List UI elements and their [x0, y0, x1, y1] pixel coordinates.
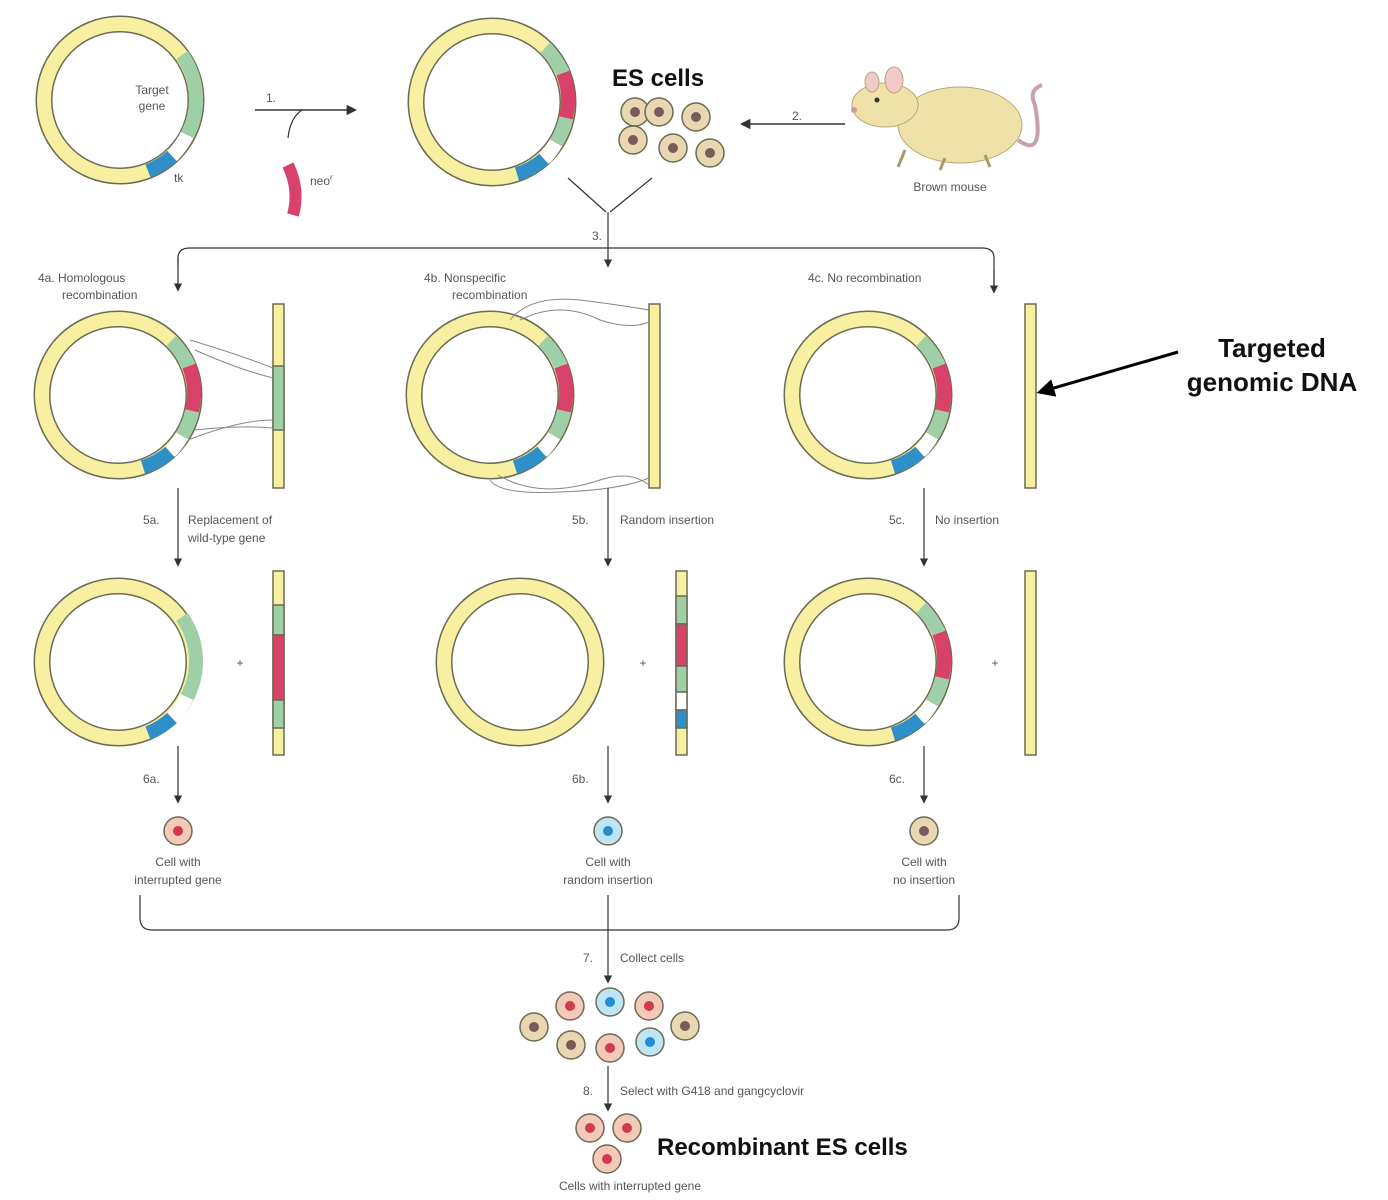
- neo-label: neor: [310, 173, 333, 188]
- collect-bracket: [139, 895, 960, 931]
- target-gene-label-2: gene: [139, 99, 166, 113]
- recombinant-cell: [592, 1144, 622, 1174]
- step2-label: 2.: [792, 109, 802, 123]
- step6b-label: 6b.: [572, 772, 589, 786]
- es-cells-label: ES cells: [612, 65, 704, 92]
- collected-cell: [635, 1027, 665, 1057]
- step4a-label-2: recombination: [62, 288, 137, 302]
- step5b-text: Random insertion: [620, 513, 714, 527]
- step4b-label-2: recombination: [452, 288, 527, 302]
- step7-text: Collect cells: [620, 951, 684, 965]
- plasmid-4b: [405, 310, 575, 480]
- target-gene-label-1: Target: [135, 83, 169, 97]
- step1-label: 1.: [266, 91, 276, 105]
- step4c-label: 4c. No recombination: [808, 271, 921, 285]
- cell6c-label-2: no insertion: [893, 873, 955, 887]
- cell6b-label-2: random insertion: [563, 873, 652, 887]
- cell6a-label-1: Cell with: [155, 855, 200, 869]
- step4b-label-1: 4b. Nonspecific: [424, 271, 506, 285]
- brown-mouse-icon: [851, 66, 1043, 171]
- es-cell: [618, 125, 648, 155]
- step6a-label: 6a.: [143, 772, 160, 786]
- genomic-dna-4b: [648, 303, 661, 489]
- step5a-text-1: Replacement of: [188, 513, 273, 527]
- genomic-dna-4a: [272, 303, 285, 489]
- plasmid-5a: [33, 577, 204, 747]
- step6c-label: 6c.: [889, 772, 905, 786]
- cell-random-insertion: [593, 816, 623, 846]
- step5b-num: 5b.: [572, 513, 589, 527]
- recombinant-cell: [575, 1113, 605, 1143]
- recombinant-cells-cluster: [575, 1113, 642, 1174]
- step8-num: 8.: [583, 1084, 593, 1098]
- tk-label: tk: [174, 171, 184, 185]
- cell6b-label-1: Cell with: [585, 855, 630, 869]
- es-cell: [695, 138, 725, 168]
- step5c-num: 5c.: [889, 513, 905, 527]
- es-cell: [658, 133, 688, 163]
- genomic-dna-4c: [1024, 303, 1037, 489]
- plus-5c: +: [991, 656, 998, 670]
- es-cells-cluster: [618, 97, 725, 168]
- step4a-label-1: 4a. Homologous: [38, 271, 125, 285]
- collected-cell: [519, 1012, 549, 1042]
- genomic-dna-5a: [272, 570, 285, 756]
- collected-cell: [634, 991, 664, 1021]
- es-cell: [644, 97, 674, 127]
- plus-5a: +: [236, 656, 243, 670]
- collected-cell: [595, 1033, 625, 1063]
- branch-bracket: [177, 247, 995, 290]
- plasmid-4c: [783, 310, 953, 480]
- targeted-dna-label-2: genomic DNA: [1187, 367, 1358, 397]
- crossover-lines-4a: [187, 339, 274, 441]
- recombinant-label: Recombinant ES cells: [657, 1134, 908, 1161]
- cell-no-insertion: [909, 816, 939, 846]
- cell6c-label-1: Cell with: [901, 855, 946, 869]
- step3-label: 3.: [592, 229, 602, 243]
- collected-cell: [595, 987, 625, 1017]
- join-line-left: [567, 177, 607, 213]
- step5c-text: No insertion: [935, 513, 999, 527]
- step8-text: Select with G418 and gangcyclovir: [620, 1084, 804, 1098]
- brown-mouse-label: Brown mouse: [913, 180, 987, 194]
- genomic-dna-5c: [1024, 570, 1037, 756]
- collected-cells-cluster: [519, 987, 700, 1063]
- collected-cell: [670, 1011, 700, 1041]
- collected-cell: [556, 1030, 586, 1060]
- targeted-dna-arrow: [1036, 350, 1179, 397]
- cell6a-label-2: interrupted gene: [134, 873, 222, 887]
- plasmid-target-gene: [35, 15, 205, 185]
- join-line-right: [609, 177, 653, 213]
- plasmid-with-neo: [407, 17, 577, 187]
- cell-interrupted-gene: [163, 816, 193, 846]
- step5a-text-2: wild-type gene: [187, 531, 266, 545]
- plasmid-5b: [435, 577, 605, 747]
- neo-fragment: [282, 162, 302, 217]
- plasmid-4a: [33, 310, 203, 480]
- neo-insert-curve: [287, 109, 303, 139]
- plus-5b: +: [639, 656, 646, 670]
- cells-interrupted-label: Cells with interrupted gene: [559, 1179, 701, 1193]
- crossover-lines-4b: [489, 298, 650, 493]
- step7-num: 7.: [583, 951, 593, 965]
- recombinant-cell: [612, 1113, 642, 1143]
- plasmid-5c: [783, 577, 953, 747]
- step5a-num: 5a.: [143, 513, 160, 527]
- targeted-dna-label-1: Targeted: [1218, 333, 1326, 363]
- collected-cell: [555, 991, 585, 1021]
- genomic-dna-5b: [675, 570, 688, 756]
- es-cell: [681, 102, 711, 132]
